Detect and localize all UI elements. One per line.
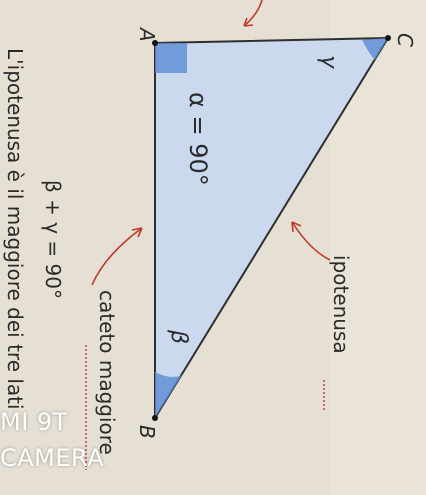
angle-label-alpha: α = 90° bbox=[184, 92, 212, 186]
camera-watermark-label: CAMERA bbox=[0, 444, 105, 472]
angle-label-gamma: γ bbox=[316, 55, 341, 69]
hypotenuse-pointer-line bbox=[291, 221, 331, 261]
angle-mark-beta bbox=[155, 372, 182, 418]
hypotenuse-label: ipotenusa bbox=[329, 255, 353, 354]
longer-leg-pointer-line bbox=[91, 227, 143, 286]
top-pointer-head bbox=[243, 17, 254, 27]
vertex-dot-c bbox=[385, 35, 391, 41]
vertex-label-c: C bbox=[393, 33, 417, 47]
vertex-dot-b bbox=[152, 415, 158, 421]
angle-label-beta: β bbox=[166, 329, 191, 344]
vertex-label-a: A bbox=[135, 26, 159, 42]
longer-leg-pointer-head bbox=[131, 227, 143, 238]
hypotenuse-pointer-head bbox=[291, 221, 302, 233]
camera-watermark-model: MI 9T bbox=[0, 408, 68, 436]
longer-leg-label: cateto maggiore bbox=[95, 290, 119, 455]
caption-text: L'ipotenusa è il maggiore dei tre lati bbox=[3, 48, 27, 410]
angle-mark-gamma bbox=[362, 38, 388, 60]
right-angle-mark bbox=[155, 43, 187, 73]
vertex-dot-a bbox=[152, 40, 158, 46]
right-triangle bbox=[154, 36, 390, 422]
angle-sum-formula: β + γ = 90° bbox=[41, 180, 65, 299]
top-pointer-line bbox=[243, 0, 263, 27]
vertex-label-b: B bbox=[135, 425, 159, 439]
